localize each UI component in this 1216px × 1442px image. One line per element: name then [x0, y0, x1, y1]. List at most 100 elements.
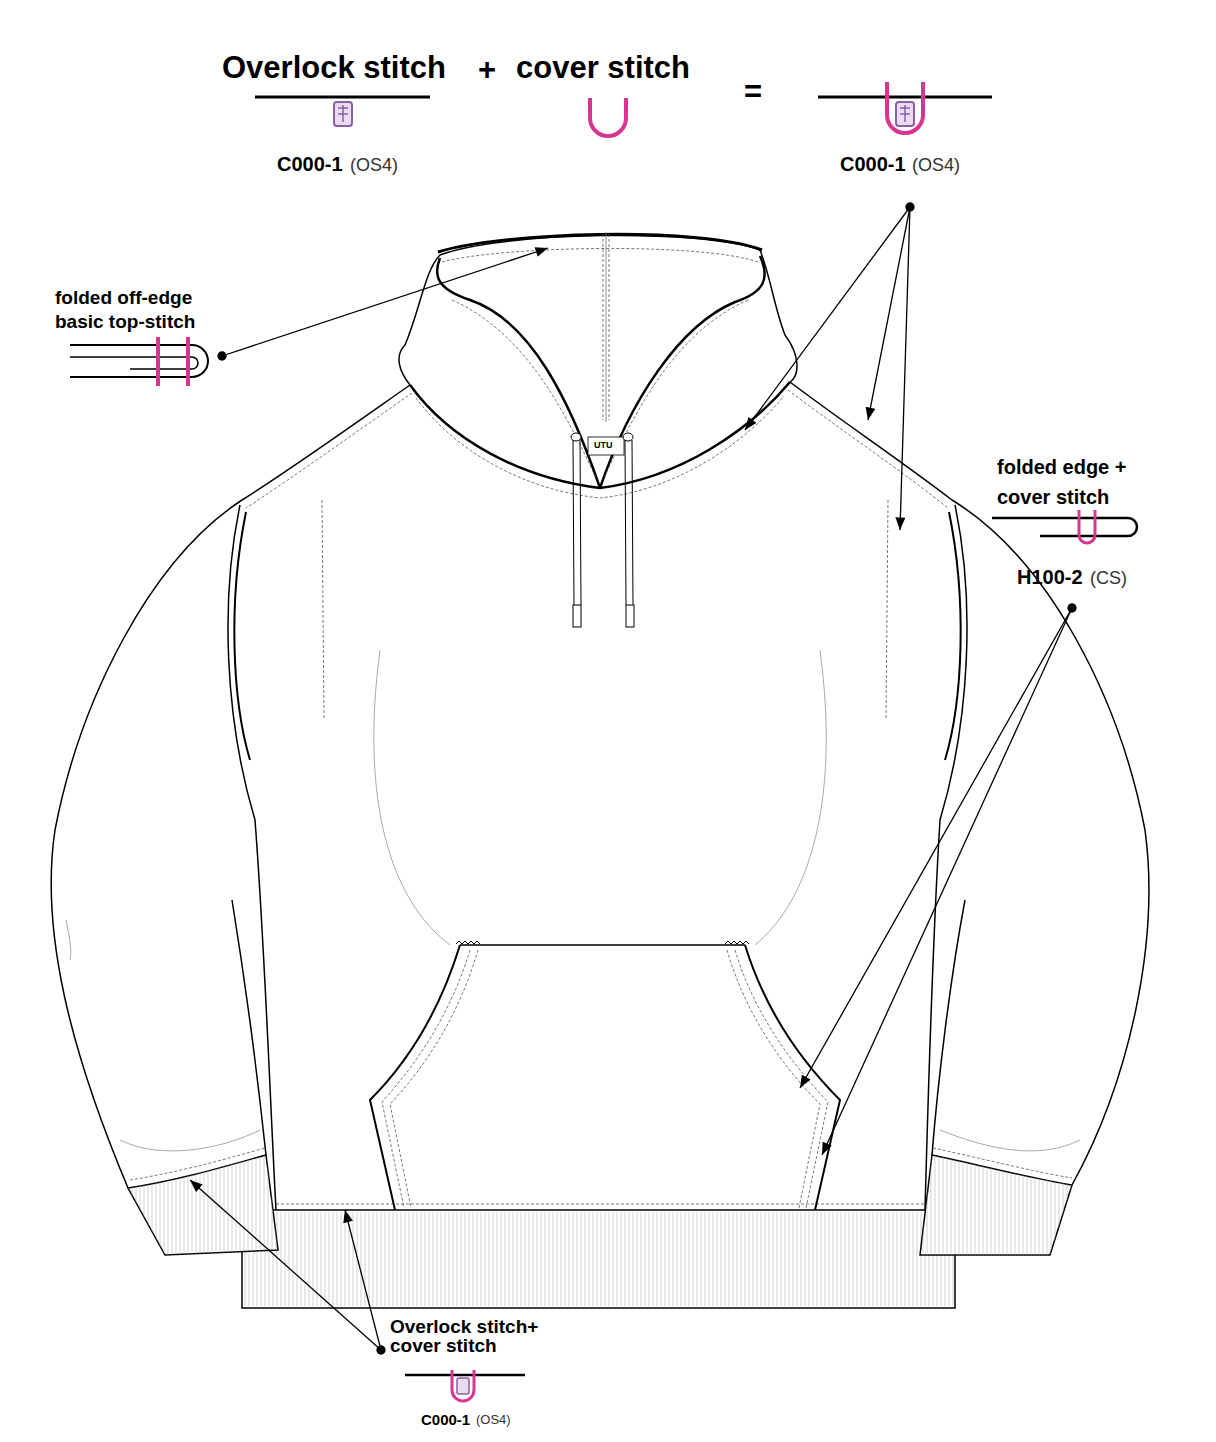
rib-line	[537, 1212, 538, 1306]
hood	[438, 234, 762, 252]
hoodie-body	[790, 382, 952, 500]
hood	[437, 258, 600, 488]
rib-line	[353, 1212, 354, 1306]
rib-line	[821, 1212, 822, 1306]
rib-line	[849, 1212, 850, 1306]
rib-line	[469, 1212, 470, 1306]
rib-line	[709, 1212, 710, 1306]
rib-line	[857, 1212, 858, 1306]
rib-line	[309, 1212, 310, 1306]
rib-line	[737, 1212, 738, 1306]
rib-line	[865, 1212, 866, 1306]
rib-line	[573, 1212, 574, 1306]
combined-stitch-symbol	[818, 96, 992, 99]
rib-line	[581, 1212, 582, 1306]
kangaroo-pocket	[735, 950, 828, 1208]
rib-line	[433, 1212, 434, 1306]
rib-line	[913, 1212, 914, 1306]
rib-line	[1051, 1150, 1052, 1260]
rib-line	[797, 1212, 798, 1306]
hood	[399, 235, 797, 385]
rib-line	[705, 1212, 706, 1306]
rib-line	[951, 1150, 952, 1260]
hoodie-body	[246, 393, 412, 508]
rib-line	[629, 1212, 630, 1306]
rib-line	[264, 1140, 265, 1260]
rib-line	[152, 1140, 153, 1260]
rib-line	[501, 1212, 502, 1306]
rib-line	[196, 1140, 197, 1260]
sleeves	[940, 1130, 1080, 1151]
rib-line	[204, 1140, 205, 1260]
rib-line	[517, 1212, 518, 1306]
rib-line	[749, 1212, 750, 1306]
rib-line	[124, 1140, 125, 1260]
hoodie-body	[228, 505, 276, 1210]
rib-line	[477, 1212, 478, 1306]
rib-line	[1007, 1150, 1008, 1260]
rib-line	[915, 1150, 916, 1260]
hoodie-body	[886, 500, 888, 720]
rib-line	[128, 1140, 129, 1260]
machine-code: (OS4)	[476, 1413, 511, 1428]
rib-line	[637, 1212, 638, 1306]
rib-line	[280, 1140, 281, 1260]
hood	[410, 382, 790, 488]
rib-line	[947, 1150, 948, 1260]
rib-line	[1059, 1150, 1060, 1260]
hoodie-body	[228, 382, 967, 1210]
rib-line	[777, 1212, 778, 1306]
rib-cuffs	[130, 1148, 265, 1180]
rib-line	[200, 1140, 201, 1260]
rib-line	[769, 1212, 770, 1306]
rib-line	[565, 1212, 566, 1306]
waistband	[242, 1204, 955, 1308]
rib-line	[425, 1212, 426, 1306]
rib-line	[577, 1212, 578, 1306]
hoodie-body	[374, 650, 450, 945]
rib-line	[313, 1212, 314, 1306]
callout-label: folded off-edge basic top-stitch	[55, 286, 245, 334]
rib-line	[136, 1140, 137, 1260]
sleeves	[66, 920, 71, 960]
stitch-code: H100-2	[1017, 566, 1083, 589]
rib-line	[369, 1212, 370, 1306]
rib-line	[297, 1212, 298, 1306]
rib-line	[1003, 1150, 1004, 1260]
rib-line	[733, 1212, 734, 1306]
rib-line	[509, 1212, 510, 1306]
rib-line	[172, 1140, 173, 1260]
rib-line	[268, 1140, 269, 1260]
rib-line	[393, 1212, 394, 1306]
rib-line	[613, 1212, 614, 1306]
rib-line	[939, 1150, 940, 1260]
rib-line	[333, 1212, 334, 1306]
rib-line	[923, 1150, 924, 1260]
rib-line	[413, 1212, 414, 1306]
rib-line	[1039, 1150, 1040, 1260]
rib-line	[955, 1150, 956, 1260]
rib-line	[553, 1212, 554, 1306]
rib-line	[681, 1212, 682, 1306]
rib-line	[661, 1212, 662, 1306]
rib-line	[305, 1212, 306, 1306]
rib-line	[188, 1140, 189, 1260]
rib-line	[893, 1212, 894, 1306]
rib-line	[1043, 1150, 1044, 1260]
kangaroo-pocket	[460, 944, 745, 946]
rib-line	[801, 1212, 802, 1306]
rib-line	[621, 1212, 622, 1306]
rib-line	[971, 1150, 972, 1260]
rib-line	[160, 1140, 161, 1260]
kangaroo-pocket	[382, 950, 470, 1208]
rib-cuffs	[933, 1148, 1072, 1178]
rib-line	[489, 1212, 490, 1306]
rib-line	[409, 1212, 410, 1306]
bottom-stitch-symbol	[405, 1374, 525, 1377]
rib-line	[869, 1212, 870, 1306]
rib-line	[979, 1150, 980, 1260]
combined-stitch-symbol	[896, 102, 914, 126]
drawstrings	[626, 605, 634, 627]
rib-line	[921, 1212, 922, 1306]
